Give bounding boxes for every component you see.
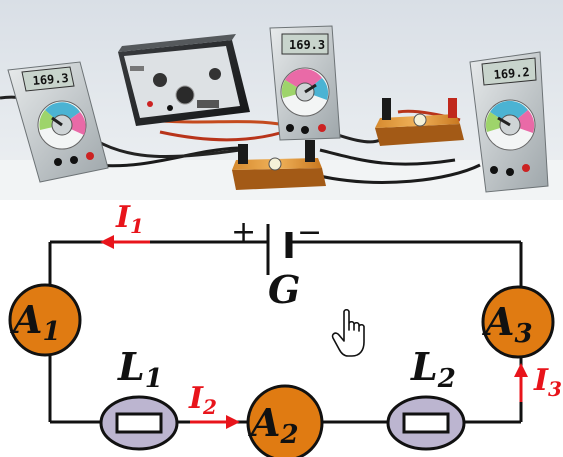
current-i2: I2 xyxy=(188,381,240,429)
svg-text:A2: A2 xyxy=(248,400,299,450)
lamp-l1-index: 1 xyxy=(145,364,163,394)
battery-minus-sign: − xyxy=(297,215,322,250)
ammeter-a3-index: 3 xyxy=(514,319,532,349)
current-i3: I3 xyxy=(514,363,562,402)
ammeter-a1: A1 xyxy=(8,283,82,357)
svg-text:I1: I1 xyxy=(115,200,144,238)
current-i3-index: 3 xyxy=(548,377,562,401)
current-i2-arrowhead xyxy=(226,415,240,429)
ammeter-a3-letter: A xyxy=(482,299,514,344)
power-supply xyxy=(118,34,250,126)
meter-middle-display: 169.3 xyxy=(289,38,325,52)
ammeter-a2-index: 2 xyxy=(279,420,298,450)
apparatus-photo: 169.3 169.3 xyxy=(0,0,563,200)
battery-plus-sign: + xyxy=(231,215,256,250)
lamp-l1-letter: L xyxy=(117,344,145,389)
meter-right-display: 169.2 xyxy=(493,65,530,82)
svg-text:L2: L2 xyxy=(410,344,456,394)
current-i1-arrowhead xyxy=(100,235,114,249)
svg-text:L1: L1 xyxy=(117,344,163,394)
lamp-l1: L1 xyxy=(99,344,179,451)
ammeter-a2: A2 xyxy=(246,384,324,457)
ammeter-a2-letter: A xyxy=(248,400,280,445)
lamp-board-1 xyxy=(232,140,326,190)
lamp-board-2 xyxy=(375,98,464,146)
current-i1: I1 xyxy=(100,200,150,249)
current-i2-letter: I xyxy=(188,381,204,416)
svg-text:I3: I3 xyxy=(533,363,562,401)
current-i3-letter: I xyxy=(533,363,549,398)
current-i1-letter: I xyxy=(115,200,131,235)
lamp-l2-index: 2 xyxy=(437,364,456,394)
generator-label: G xyxy=(268,267,300,312)
multimeter-right: 169.2 xyxy=(469,51,549,193)
ammeter-a1-index: 1 xyxy=(42,317,60,347)
ammeter-a3: A3 xyxy=(481,285,555,359)
ammeter-a1-letter: A xyxy=(10,297,42,342)
svg-text:A3: A3 xyxy=(482,299,533,349)
circuit-diagram: + − G A1 A2 A3 L1 L2 xyxy=(8,200,562,457)
generator-battery: + − G xyxy=(231,215,322,312)
current-i2-index: 2 xyxy=(202,395,217,419)
svg-text:A1: A1 xyxy=(10,297,61,347)
multimeter-left: 169.3 xyxy=(7,61,109,183)
lamp-l2: L2 xyxy=(386,344,466,451)
current-i3-arrowhead xyxy=(514,363,528,377)
lamp-l2-letter: L xyxy=(410,344,438,389)
multimeter-middle: 169.3 xyxy=(269,25,341,141)
hand-pointer-icon xyxy=(331,308,365,357)
meter-left-display: 169.3 xyxy=(32,71,69,88)
current-i1-index: 1 xyxy=(130,214,144,238)
svg-text:I2: I2 xyxy=(188,381,217,419)
